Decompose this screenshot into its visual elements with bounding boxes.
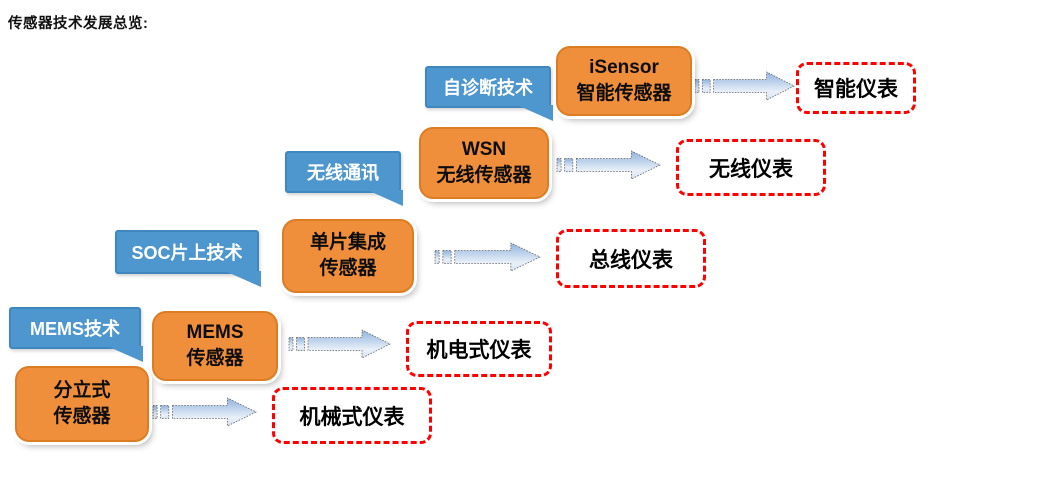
callout-tail-icon [107, 346, 143, 362]
instrument-box-mechanical: 机械式仪表 [272, 387, 432, 444]
instrument-box-electromechanical: 机电式仪表 [406, 321, 552, 377]
tech-callout-self-diagnosis: 自诊断技术 [425, 66, 553, 121]
sensor-name-line1: 分立式 [53, 380, 111, 402]
sensor-box-wsn: WSN 无线传感器 [419, 127, 549, 199]
instrument-label: 智能仪表 [814, 78, 898, 101]
instrument-box-wireless: 无线仪表 [676, 139, 826, 196]
sensor-name-line1: MEMS [186, 322, 244, 344]
sensor-box-mems: MEMS 传感器 [152, 311, 278, 381]
striped-right-arrow-icon [288, 329, 391, 359]
tech-callout-label: 无线通讯 [307, 163, 379, 183]
sensor-name-line2: 传感器 [186, 348, 244, 369]
sensor-name-line1: 单片集成 [309, 232, 386, 254]
striped-right-arrow-icon [694, 71, 795, 101]
sensor-box-discrete: 分立式 传感器 [15, 366, 149, 442]
tech-callout-label: SOC片上技术 [131, 243, 243, 263]
instrument-label: 机电式仪表 [426, 339, 532, 362]
instrument-label: 机械式仪表 [299, 405, 405, 429]
callout-tail-icon [517, 105, 553, 121]
diagram-title: 传感器技术发展总览: [8, 16, 149, 32]
tech-callout-wireless: 无线通讯 [285, 151, 403, 206]
sensor-name-line2: 无线传感器 [436, 165, 532, 186]
tech-callout-label: 自诊断技术 [443, 78, 533, 98]
sensor-name-line2: 传感器 [53, 406, 111, 427]
sensor-name-line1: WSN [461, 139, 507, 161]
callout-tail-icon [367, 190, 403, 206]
striped-right-arrow-icon [152, 397, 257, 427]
instrument-box-smart: 智能仪表 [796, 62, 916, 114]
callout-tail-icon [225, 271, 261, 287]
tech-callout-soc: SOC片上技术 [115, 230, 261, 287]
striped-right-arrow-icon [556, 150, 661, 180]
sensor-name-line2: 智能传感器 [576, 83, 672, 104]
striped-right-arrow-icon [434, 242, 541, 272]
tech-callout-label: MEMS技术 [30, 319, 120, 339]
sensor-box-monolithic: 单片集成 传感器 [282, 219, 414, 293]
tech-callout-mems: MEMS技术 [9, 307, 143, 362]
sensor-name-line1: iSensor [589, 57, 659, 79]
sensor-name-line2: 传感器 [319, 258, 377, 279]
instrument-label: 无线仪表 [709, 157, 793, 181]
instrument-box-bus: 总线仪表 [556, 229, 706, 288]
sensor-box-isensor: iSensor 智能传感器 [556, 46, 692, 116]
instrument-label: 总线仪表 [589, 248, 673, 272]
